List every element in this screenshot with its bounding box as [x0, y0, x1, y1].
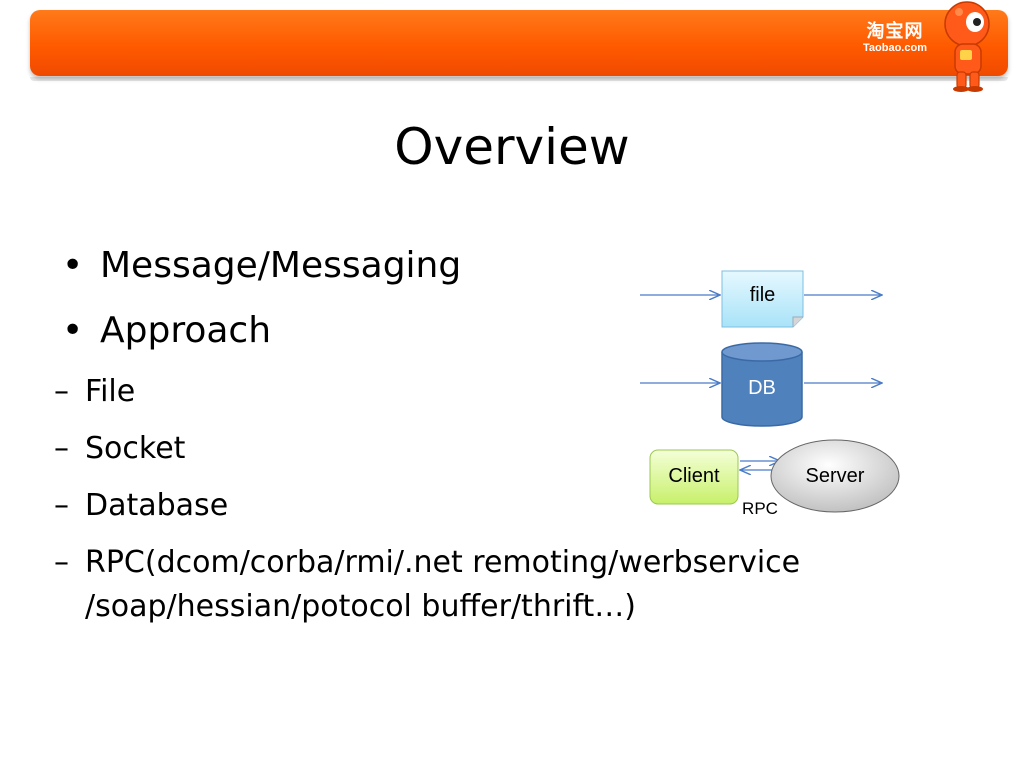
- logo-english-text: Taobao.com: [863, 42, 927, 54]
- sub-bullet-text: File: [85, 374, 136, 409]
- bullet-dot-icon: •: [62, 245, 84, 286]
- sub-bullet-dash: –: [54, 488, 69, 523]
- db-label: DB: [748, 377, 776, 399]
- mascot-icon: [944, 1, 990, 92]
- sub-bullet-text-line2: /soap/hessian/potocol buffer/thrift…): [85, 589, 637, 624]
- server-ellipse: [770, 439, 900, 513]
- sub-bullet-text: Database: [85, 488, 229, 523]
- bullet-dot-icon: •: [62, 310, 84, 351]
- database-icon: [721, 352, 803, 427]
- sub-bullet-dash: –: [54, 374, 69, 409]
- sub-bullet-text: Socket: [85, 431, 186, 466]
- logo-chinese-text: 淘宝网: [866, 21, 924, 42]
- bullet-list: • Message/Messaging • Approach: [60, 240, 960, 370]
- bullet-text: Approach: [100, 310, 272, 351]
- sub-bullet-dash: –: [54, 431, 69, 466]
- bullet-item: • Message/Messaging: [60, 240, 960, 292]
- client-box: [649, 449, 739, 505]
- sub-bullet-dash: –: [54, 545, 69, 580]
- sub-bullet-item: – Database: [54, 484, 954, 528]
- sub-bullet-item: – RPC(dcom/corba/rmi/.net remoting/werbs…: [54, 541, 954, 629]
- sub-bullet-item: – Socket: [54, 427, 954, 471]
- client-label: Client: [668, 465, 720, 487]
- sub-bullet-list: – File – Socket – Database – RPC(dcom/co…: [54, 370, 954, 642]
- messaging-diagram: file DB Client Server RPC: [630, 262, 910, 532]
- server-label: Server: [805, 465, 865, 487]
- sub-bullet-item: – File: [54, 370, 954, 414]
- taobao-logo: 淘宝网 Taobao.com: [850, 21, 940, 55]
- sub-bullet-text-line1: RPC(dcom/corba/rmi/.net remoting/werbser…: [85, 545, 801, 580]
- slide-title: Overview: [394, 118, 630, 176]
- file-label: file: [749, 284, 776, 306]
- bullet-text: Message/Messaging: [100, 245, 462, 286]
- bullet-item: • Approach: [60, 305, 960, 357]
- rpc-label: RPC: [742, 499, 778, 518]
